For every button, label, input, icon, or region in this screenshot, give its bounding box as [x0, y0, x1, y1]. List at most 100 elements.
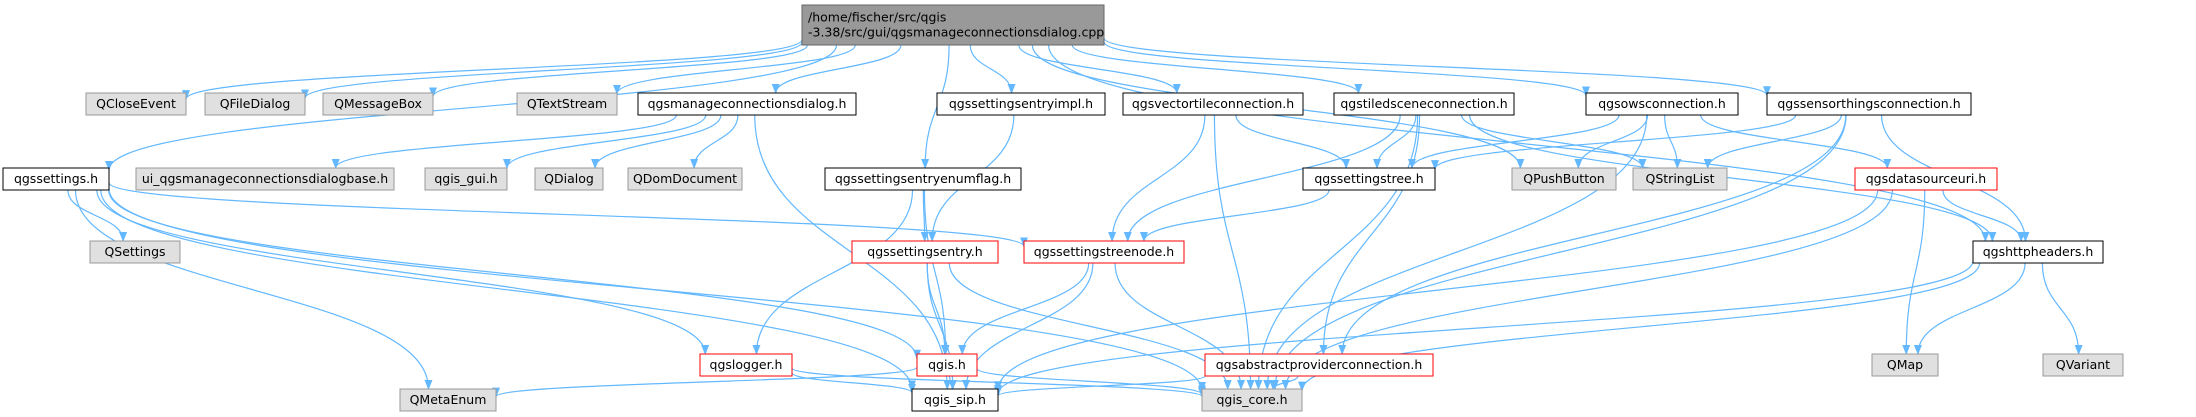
node-label: qgslogger.h: [710, 357, 783, 372]
node-box: [1302, 167, 1436, 191]
node-qmessagebox: QMessageBox: [322, 92, 434, 116]
node-label: QPushButton: [1523, 171, 1604, 186]
edge-qgsmanageconnectionsdialog_h-to-qdomdocument: [690, 114, 739, 169]
edge-qgsowsconnection_h-to-qstringlist: [1664, 114, 1682, 169]
node-box: [1871, 353, 1939, 377]
edge-qgssettingstreenode_h-to-qgis_h: [958, 262, 1090, 355]
edge-qgssettings_h-to-qgis_sip_h: [100, 189, 916, 391]
node-qgsmanageconnectionsdialog-h[interactable]: qgsmanageconnectionsdialog.h: [637, 92, 857, 116]
edge-qgsvectortileconnection_h-to-qgssettingstreenode_h: [1108, 114, 1206, 242]
edge-qgsowsconnection_h-to-qgsdatasourceuri_h: [1700, 114, 1892, 169]
node-label: qgsvectortileconnection.h: [1132, 96, 1294, 111]
edge-qgis_h-to-qgis_sip_h: [948, 375, 957, 390]
node-ui-dialogbase-h: ui_qgsmanageconnectionsdialogbase.h: [135, 167, 395, 191]
node-qgssensorthingsconnection-h[interactable]: qgssensorthingsconnection.h: [1766, 92, 1972, 116]
node-qfiledialog: QFileDialog: [204, 92, 306, 116]
node-label: QTextStream: [527, 96, 607, 111]
edge-qgsowsconnection_h-to-qgssettingstree_h: [1408, 114, 1620, 169]
node-box: [824, 167, 1022, 191]
node-qgslogger-h[interactable]: qgslogger.h: [699, 353, 793, 377]
node-label: qgis_sip.h: [924, 392, 986, 407]
edge-qgslogger_h-to-qgis_sip_h: [791, 372, 916, 394]
edge-qgsdatasourceuri_h-to-qgis_sip_h: [994, 189, 1879, 392]
node-qstringlist: QStringList: [1632, 167, 1728, 191]
edge-root-to-qgssensorthingsconnection_h: [1103, 37, 1771, 97]
node-qtextstream: QTextStream: [516, 92, 618, 116]
node-qgssettingsentryenumflag-h[interactable]: qgssettingsentryenumflag.h: [824, 167, 1022, 191]
node-qgssettingstree-h[interactable]: qgssettingstree.h: [1302, 167, 1436, 191]
edge-qgstiledsceneconnection_h-to-qgssettingstreenode_h: [1123, 114, 1401, 242]
edge-qgis_h-to-qgis_core_h: [976, 367, 1206, 396]
node-box: [1972, 240, 2104, 264]
node-box: [1511, 167, 1617, 191]
node-label: qgssettingstree.h: [1314, 171, 1423, 186]
node-label: qgssettingstreenode.h: [1034, 244, 1174, 259]
edge-qgshttpheaders_h-to-qmap: [1913, 262, 2026, 355]
edge-qgsdatasourceuri_h-to-qgis_core_h: [1281, 189, 1894, 390]
edge-qgsmanageconnectionsdialog_h-to-ui_dialogbase_h: [331, 114, 677, 169]
node-qgssettingsentry-h[interactable]: qgssettingsentry.h: [851, 240, 999, 264]
node-qgis-h[interactable]: qgis.h: [916, 353, 978, 377]
node-label: qgsowsconnection.h: [1598, 96, 1726, 111]
node-label: qgshttpheaders.h: [1983, 244, 2094, 259]
edge-qgshttpheaders_h-to-qgis_sip_h: [994, 260, 1974, 396]
edge-qgssettings_h-to-qsettings: [67, 189, 128, 242]
node-qgssettingstreenode-h[interactable]: qgssettingstreenode.h: [1023, 240, 1185, 264]
node-box: [2042, 353, 2124, 377]
edge-root-to-qtextstream: [613, 44, 856, 95]
node-box: [801, 4, 1105, 46]
node-qgshttpheaders-h[interactable]: qgshttpheaders.h: [1972, 240, 2104, 264]
node-root[interactable]: /home/fischer/src/qgis-3.38/src/gui/qgsm…: [801, 4, 1105, 46]
node-label: QMessageBox: [334, 96, 422, 111]
node-qgsdatasourceuri-h[interactable]: qgsdatasourceuri.h: [1854, 167, 1998, 191]
nodes-layer: /home/fischer/src/qgis-3.38/src/gui/qgsm…: [2, 4, 2124, 412]
node-box: [1766, 92, 1972, 116]
node-box: [424, 167, 508, 191]
node-qgstiledsceneconnection-h[interactable]: qgstiledsceneconnection.h: [1333, 92, 1515, 116]
node-box: [204, 92, 306, 116]
edge-qgssettingsentryenumflag_h-to-qgslogger_h: [752, 189, 914, 355]
edge-root-to-qgshttpheaders_h: [1047, 44, 1990, 242]
edge-root-to-qcloseevent: [182, 39, 803, 101]
node-qgis-core-h: qgis_core.h: [1201, 388, 1303, 412]
node-box: [399, 388, 497, 412]
edge-qgssensorthingsconnection_h-to-qstringlist: [1703, 114, 1842, 169]
node-label: qgssettings.h: [14, 171, 98, 186]
node-box: [135, 167, 395, 191]
node-label: qgstiledsceneconnection.h: [1340, 96, 1507, 111]
node-label: QStringList: [1646, 171, 1715, 186]
node-box: [1854, 167, 1998, 191]
edge-qgsvectortileconnection_h-to-qgssettingstree_h: [1235, 114, 1351, 169]
node-qgis-sip-h[interactable]: qgis_sip.h: [911, 388, 999, 412]
node-qgsowsconnection-h[interactable]: qgsowsconnection.h: [1585, 92, 1739, 116]
node-label: qgsdatasourceuri.h: [1866, 171, 1986, 186]
edge-qgsdatasourceuri_h-to-qgshttpheaders_h: [1942, 189, 2026, 242]
node-label: QSettings: [104, 244, 165, 259]
edge-qgstiledsceneconnection_h-to-qstringlist: [1460, 114, 1647, 169]
node-label: /home/fischer/src/qgis: [808, 10, 946, 25]
node-label: qgis_core.h: [1216, 392, 1287, 407]
node-box: [699, 353, 793, 377]
edge-root-to-qgsvectortileconnection_h: [1018, 44, 1181, 94]
node-label: qgssettingsentryenumflag.h: [835, 171, 1011, 186]
edge-qgshttpheaders_h-to-qvariant: [2041, 262, 2083, 355]
node-box: [534, 167, 604, 191]
node-qgsabstractproviderconnection-h[interactable]: qgsabstractproviderconnection.h: [1204, 353, 1434, 377]
edge-qgstiledsceneconnection_h-to-qgssettingstree_h: [1373, 114, 1417, 169]
node-label: qgis.h: [928, 357, 966, 372]
edges-layer: [67, 37, 2083, 398]
node-label: qgssettingsentryimpl.h: [949, 96, 1093, 111]
node-box: [1333, 92, 1515, 116]
node-box: [627, 167, 743, 191]
node-qgsvectortileconnection-h[interactable]: qgsvectortileconnection.h: [1122, 92, 1304, 116]
edge-qgssettings_h-to-qmetaenum: [74, 189, 433, 390]
node-qgssettingsentryimpl-h[interactable]: qgssettingsentryimpl.h: [936, 92, 1106, 116]
edge-qgsvectortileconnection_h-to-qgis_core_h: [1213, 114, 1255, 390]
edge-qgssensorthingsconnection_h-to-qgsabstractproviderconnection_h: [1338, 114, 1847, 355]
node-qmetaenum: QMetaEnum: [399, 388, 497, 412]
node-qgssettings-h[interactable]: qgssettings.h: [2, 167, 110, 191]
edge-qgsowsconnection_h-to-qpushbutton: [1574, 114, 1649, 169]
edge-qgssensorthingsconnection_h-to-qgis_core_h: [1270, 114, 1847, 390]
node-box: [2, 167, 110, 191]
node-label: qgssensorthingsconnection.h: [1777, 96, 1960, 111]
